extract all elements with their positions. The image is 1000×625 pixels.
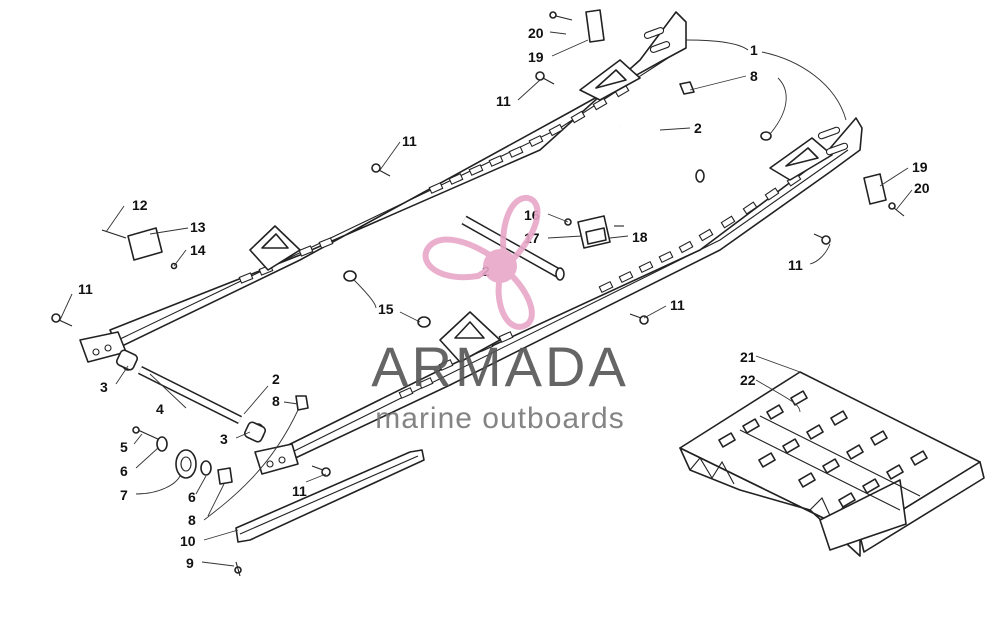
callout-8: 8 bbox=[188, 512, 196, 528]
hardware-top-bracket bbox=[549, 9, 905, 217]
callout-3: 3 bbox=[220, 431, 228, 447]
rail-rear-slots bbox=[238, 84, 630, 284]
callout-2: 2 bbox=[694, 120, 702, 136]
callout-3: 3 bbox=[100, 379, 108, 395]
cross-shaft-middle bbox=[461, 215, 565, 281]
callout-11: 11 bbox=[496, 93, 511, 109]
rail-rear bbox=[79, 11, 687, 363]
callout-6: 6 bbox=[120, 463, 128, 479]
callout-15: 15 bbox=[378, 301, 394, 317]
callout-11: 11 bbox=[292, 483, 307, 499]
hardware-idler bbox=[132, 426, 233, 485]
watermark-tagline: marine outboards bbox=[375, 402, 624, 435]
callout-20: 20 bbox=[528, 25, 544, 41]
callout-7: 7 bbox=[120, 487, 128, 503]
callout-21: 21 bbox=[740, 349, 756, 365]
callout-4: 4 bbox=[156, 401, 164, 417]
callout-11: 11 bbox=[788, 257, 803, 273]
callout-22: 22 bbox=[740, 372, 756, 388]
callout-11: 11 bbox=[78, 281, 93, 297]
propeller-icon bbox=[422, 195, 541, 330]
rail-front bbox=[254, 117, 863, 475]
callout-8: 8 bbox=[272, 393, 280, 409]
callout-11: 11 bbox=[402, 133, 417, 149]
watermark: ARMADA marine outboards bbox=[371, 195, 629, 435]
cross-shaft-rear bbox=[618, 123, 705, 183]
callout-14: 14 bbox=[190, 242, 206, 258]
callout-19: 19 bbox=[912, 159, 928, 175]
callout-20: 20 bbox=[914, 180, 930, 196]
hardware-bolts bbox=[51, 71, 831, 477]
leader-lines bbox=[59, 31, 913, 567]
callout-10: 10 bbox=[180, 533, 196, 549]
callout-13: 13 bbox=[190, 219, 206, 235]
watermark-brand: ARMADA bbox=[371, 335, 629, 398]
callout-9: 9 bbox=[186, 555, 194, 571]
callout-12: 12 bbox=[132, 197, 148, 213]
wear-strip bbox=[234, 449, 425, 577]
front-axle bbox=[115, 349, 267, 443]
callout-8: 8 bbox=[750, 68, 758, 84]
callout-1: 1 bbox=[750, 42, 758, 58]
callout-6: 6 bbox=[188, 489, 196, 505]
callout-2: 2 bbox=[272, 371, 280, 387]
callout-19: 19 bbox=[528, 49, 544, 65]
track-section bbox=[679, 371, 985, 557]
callout-18: 18 bbox=[632, 229, 648, 245]
hardware-center bbox=[101, 215, 624, 411]
callout-11: 11 bbox=[670, 297, 685, 313]
track-clips bbox=[718, 390, 928, 508]
callout-5: 5 bbox=[120, 439, 128, 455]
